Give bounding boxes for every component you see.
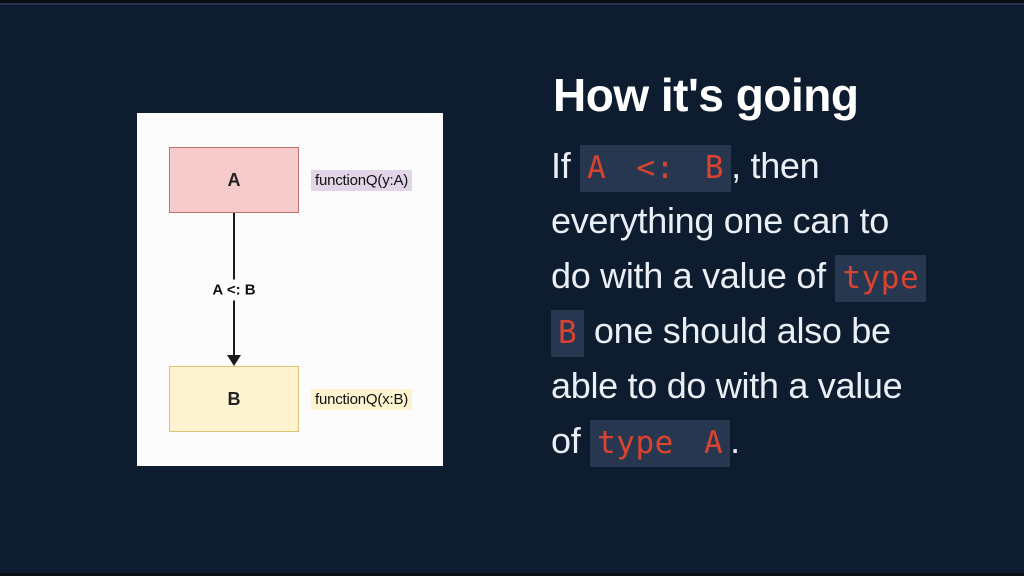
diagram-box-b-label: B	[227, 388, 241, 409]
diagram-box-a-label: A	[227, 169, 241, 190]
body-line: everything one can to	[551, 193, 1011, 248]
body-text-segment: .	[730, 420, 740, 461]
slide-title: How it's going	[553, 69, 859, 121]
body-text-segment: of	[551, 420, 591, 461]
body-line: If A <: B, then	[551, 138, 1011, 193]
body-text-segment: everything one can to	[551, 200, 889, 241]
body-text-segment: If	[551, 145, 581, 186]
inline-code: type A	[590, 420, 731, 467]
body-line: B one should also be	[551, 303, 1011, 358]
diagram-annotation-b: functionQ(x:B)	[311, 389, 413, 410]
body-text-segment: do with a value of	[551, 255, 836, 296]
body-text-segment: one should also be	[584, 310, 891, 351]
diagram-annotation-a: functionQ(y:A)	[311, 170, 413, 191]
letterbox-top-bar	[0, 0, 1024, 3]
letterbox-top-line	[0, 3, 1024, 5]
slide-body-text: If A <: B, then everything one can to do…	[551, 138, 1011, 468]
body-text-segment: , then	[731, 145, 820, 186]
body-text-segment: able to do with a value	[551, 365, 903, 406]
diagram-box-b: B	[169, 366, 299, 432]
diagram-box-a: A	[169, 147, 299, 213]
diagram-panel: A functionQ(y:A) A <: B B functionQ(x:B)	[137, 113, 443, 466]
letterbox-bottom-bar	[0, 573, 1024, 576]
subtype-relation-label: A <: B	[206, 279, 262, 301]
body-line: able to do with a value	[551, 358, 1011, 413]
inline-code: A <: B	[580, 145, 732, 192]
body-line: of type A.	[551, 413, 1011, 468]
subtype-arrow-head-icon	[227, 355, 241, 366]
body-line: do with a value of type	[551, 248, 1011, 303]
inline-code: type	[835, 255, 927, 302]
inline-code: B	[551, 310, 585, 357]
